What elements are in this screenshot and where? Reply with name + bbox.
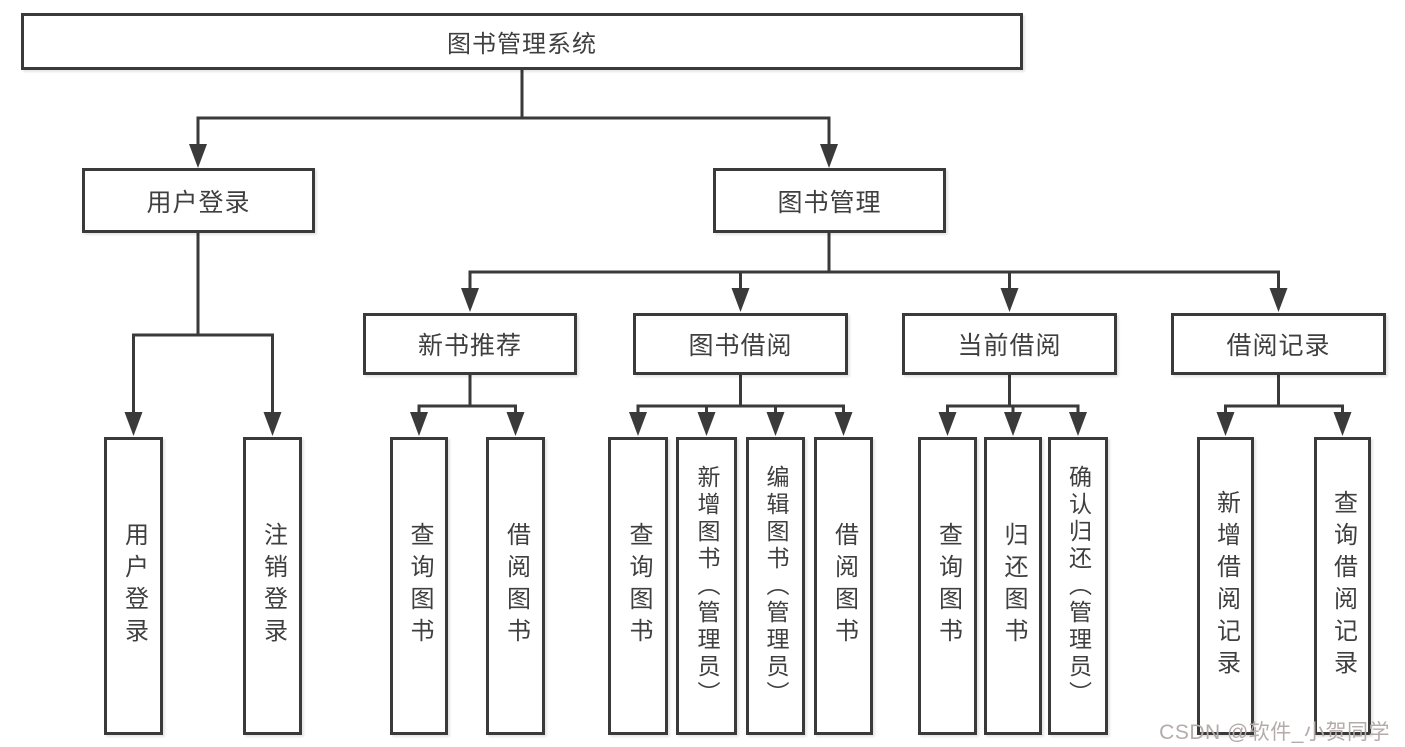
node-current-borrowing: 当前借阅 bbox=[902, 313, 1117, 375]
node-book-management: 图书管理 bbox=[713, 168, 946, 233]
node-label: 用户登录 bbox=[146, 188, 251, 217]
node-library-management-system: 图书管理系统 bbox=[21, 13, 1023, 70]
node-label: 注销登录 bbox=[259, 522, 287, 650]
node-label: 借阅图书 bbox=[502, 522, 530, 650]
leaf-query-borrow-record: 查询借阅记录 bbox=[1314, 437, 1371, 735]
leaf-logout: 注销登录 bbox=[243, 437, 302, 735]
leaf-query-books: 查询图书 bbox=[608, 437, 668, 735]
node-new-book-recommendation: 新书推荐 bbox=[363, 313, 577, 375]
node-label: 新增图书（管理员） bbox=[694, 464, 720, 708]
leaf-edit-books-admin: 编辑图书（管理员） bbox=[746, 437, 805, 735]
node-label: 查询图书 bbox=[406, 522, 433, 650]
node-book-borrowing: 图书借阅 bbox=[633, 313, 848, 375]
node-label: 归还图书 bbox=[1000, 522, 1027, 650]
node-label: 借阅图书 bbox=[830, 522, 858, 650]
leaf-confirm-return-admin: 确认归还（管理员） bbox=[1048, 437, 1108, 735]
leaf-borrow-books: 借阅图书 bbox=[814, 437, 873, 735]
node-user-login: 用户登录 bbox=[82, 168, 315, 233]
leaf-query-books: 查询图书 bbox=[390, 437, 448, 735]
leaf-add-borrow-record: 新增借阅记录 bbox=[1197, 437, 1254, 735]
watermark: CSDN @软件_小贺同学 bbox=[1159, 721, 1390, 744]
node-label: 当前借阅 bbox=[957, 332, 1062, 360]
node-borrowing-records: 借阅记录 bbox=[1171, 313, 1386, 375]
node-label: 编辑图书（管理员） bbox=[763, 464, 789, 708]
leaf-user-login: 用户登录 bbox=[104, 437, 163, 735]
node-label: 查询图书 bbox=[625, 522, 652, 650]
node-label: 图书管理系统 bbox=[447, 31, 597, 58]
leaf-query-books: 查询图书 bbox=[918, 437, 977, 735]
node-label: 新书推荐 bbox=[417, 332, 522, 360]
node-label: 新增借阅记录 bbox=[1212, 490, 1240, 682]
leaf-return-books: 归还图书 bbox=[984, 437, 1042, 735]
node-label: 图书借阅 bbox=[688, 332, 793, 360]
leaf-borrow-books: 借阅图书 bbox=[486, 437, 545, 735]
node-label: 查询图书 bbox=[934, 522, 962, 650]
leaf-add-books-admin: 新增图书（管理员） bbox=[676, 437, 737, 735]
node-label: 借阅记录 bbox=[1226, 332, 1331, 360]
node-label: 用户登录 bbox=[120, 522, 148, 650]
node-label: 查询借阅记录 bbox=[1329, 490, 1357, 682]
node-label: 确认归还（管理员） bbox=[1065, 464, 1092, 708]
node-label: 图书管理 bbox=[777, 188, 882, 217]
